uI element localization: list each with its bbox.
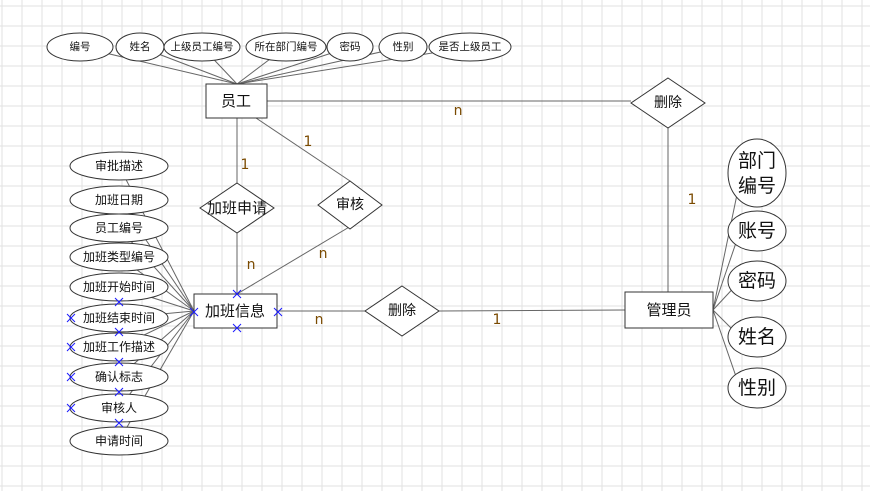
- connection-point-marker: [66, 342, 76, 352]
- edge-review-overtime: [236, 216, 367, 295]
- connection-point-marker: [66, 403, 76, 413]
- employee-attribute-label: 所在部门编号: [255, 40, 318, 53]
- overtime-attribute-label: 加班结束时间: [83, 311, 155, 325]
- cardinality: 1: [241, 157, 250, 173]
- admin-attribute-label: 密码: [738, 270, 776, 292]
- overtime-attribute-label: 员工编号: [95, 220, 143, 235]
- connection-point-marker: [114, 418, 124, 428]
- entity-employee[interactable]: [205, 83, 268, 119]
- admin-attribute-label: 编号: [738, 175, 776, 197]
- connection-point-marker: [114, 297, 124, 307]
- connection-point-marker: [273, 307, 283, 317]
- admin-attribute[interactable]: [727, 367, 787, 409]
- relationship-delete-mid[interactable]: [364, 285, 440, 337]
- cardinality: 1: [688, 192, 697, 208]
- entity-admin-label: 管理员: [646, 301, 691, 319]
- overtime-attribute[interactable]: [69, 242, 169, 272]
- employee-attribute-label: 密码: [340, 40, 361, 53]
- overtime-attribute-label: 审核人: [101, 400, 137, 415]
- overtime-attribute-label: 审批描述: [95, 158, 143, 173]
- entity-employee-label: 员工: [221, 92, 251, 110]
- relationship-apply[interactable]: [199, 182, 275, 234]
- cardinality: n: [319, 246, 328, 262]
- overtime-attribute[interactable]: [69, 213, 169, 243]
- relationship-delete-mid-label: 删除: [388, 303, 416, 319]
- employee-attribute[interactable]: [46, 32, 114, 62]
- overtime-attribute[interactable]: [69, 426, 169, 456]
- admin-attribute[interactable]: [727, 260, 787, 302]
- employee-attribute-label: 上级员工编号: [171, 40, 234, 53]
- edge-delete-admin2: [438, 309, 626, 312]
- employee-attribute-label: 是否上级员工: [439, 41, 502, 53]
- connection-point-marker: [114, 357, 124, 367]
- cardinality: 1: [493, 312, 502, 328]
- attribute-edge: [118, 310, 195, 409]
- edge-employee-review: [255, 117, 351, 182]
- overtime-attribute[interactable]: [69, 393, 169, 423]
- cardinality: n: [315, 312, 324, 328]
- employee-attribute[interactable]: [378, 32, 428, 62]
- employee-attribute[interactable]: [245, 32, 327, 62]
- overtime-attribute-label: 加班开始时间: [83, 280, 155, 294]
- relationship-review-label: 审核: [336, 197, 364, 213]
- connection-point-marker: [66, 313, 76, 323]
- overtime-attribute-label: 加班日期: [95, 193, 143, 207]
- relationship-delete-top-label: 删除: [654, 95, 682, 111]
- employee-attribute-label: 编号: [70, 40, 91, 53]
- employee-attribute-label: 姓名: [130, 40, 151, 53]
- attribute-edge: [236, 46, 404, 85]
- admin-attribute[interactable]: [727, 316, 787, 358]
- connection-point-marker: [232, 289, 242, 299]
- cardinality: n: [454, 103, 463, 119]
- attribute-edge: [236, 46, 471, 85]
- overtime-attribute-label: 加班类型编号: [83, 249, 155, 264]
- overtime-attribute[interactable]: [69, 272, 169, 302]
- connection-point-marker: [114, 327, 124, 337]
- employee-attribute-label: 性别: [393, 40, 414, 53]
- admin-attribute-label: 部门: [738, 150, 776, 172]
- entity-overtime-label: 加班信息: [205, 302, 265, 320]
- admin-attribute-label: 性别: [738, 377, 776, 399]
- connection-point-marker: [232, 323, 242, 333]
- connection-point-marker: [66, 372, 76, 382]
- relationship-review[interactable]: [317, 180, 383, 230]
- admin-attribute[interactable]: [727, 138, 787, 208]
- cardinality: n: [247, 257, 256, 273]
- overtime-attribute[interactable]: [69, 332, 169, 362]
- relationship-delete-top[interactable]: [630, 77, 706, 129]
- connection-point-marker: [114, 387, 124, 397]
- employee-attribute[interactable]: [428, 32, 512, 62]
- overtime-attribute-label: 加班工作描述: [83, 340, 155, 354]
- overtime-attribute[interactable]: [69, 362, 169, 392]
- admin-attribute-label: 姓名: [738, 326, 776, 348]
- relationship-apply-label: 加班申请: [207, 199, 267, 217]
- overtime-attribute[interactable]: [69, 151, 169, 181]
- employee-attribute[interactable]: [326, 32, 374, 62]
- cardinality: 1: [304, 134, 313, 150]
- connection-point-marker: [189, 307, 199, 317]
- selection-markers: [66, 289, 283, 428]
- admin-attribute[interactable]: [727, 210, 787, 252]
- employee-attribute[interactable]: [163, 32, 241, 62]
- overtime-attribute-label: 申请时间: [95, 434, 143, 448]
- attribute-edge: [712, 179, 741, 311]
- entity-admin[interactable]: [624, 291, 714, 329]
- overtime-attribute-label: 确认标志: [95, 370, 143, 384]
- admin-attribute-label: 账号: [738, 220, 776, 242]
